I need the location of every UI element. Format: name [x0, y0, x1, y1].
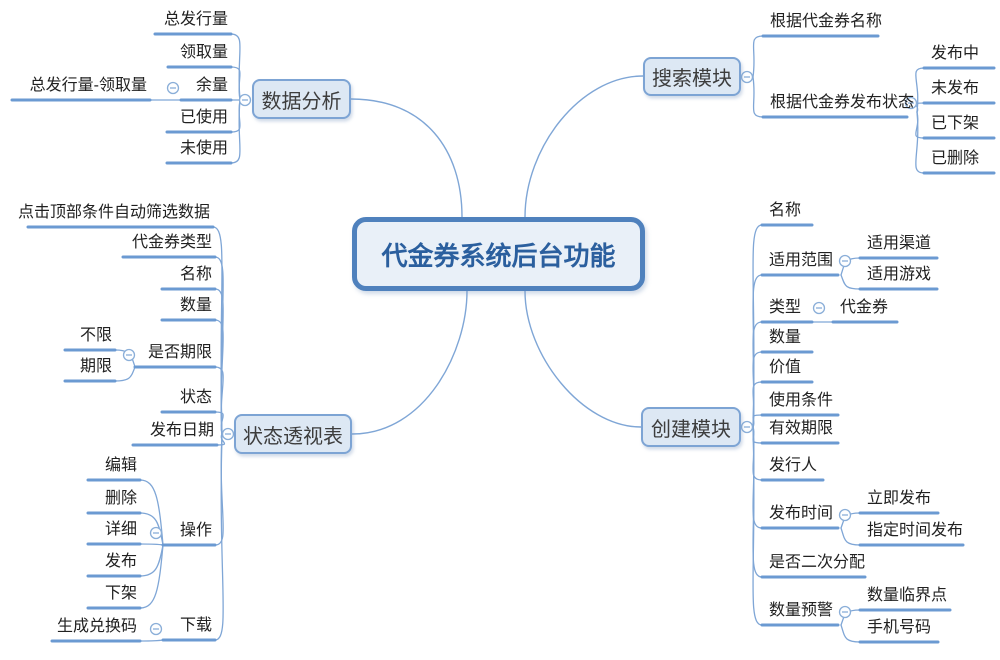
topic-use-conditions[interactable]: 使用条件 — [769, 392, 834, 409]
topic-total-issued[interactable]: 总发行量 — [163, 11, 228, 28]
topic-voucher-type[interactable]: 代金券类型 — [131, 234, 212, 251]
branch-search-module[interactable]: 搜索模块 — [643, 57, 741, 96]
topic-pivot-quantity[interactable]: 数量 — [179, 297, 212, 314]
topic-alert-threshold[interactable]: 数量临界点 — [867, 587, 948, 604]
branch-connector — [752, 76, 764, 118]
collapse-icon-create-module[interactable] — [740, 420, 754, 434]
topic-search-by-status[interactable]: 根据代金券发布状态 — [770, 94, 915, 111]
center-branch-connector — [524, 75, 644, 218]
topic-alert-phone[interactable]: 手机号码 — [867, 619, 932, 636]
branch-connector — [214, 433, 224, 641]
branch-connector — [840, 527, 861, 546]
branch-connector — [214, 411, 224, 435]
branch-connector — [840, 274, 861, 290]
branch-connector — [230, 66, 241, 101]
topic-scope[interactable]: 适用范围 — [769, 252, 834, 269]
topic-create-name[interactable]: 名称 — [769, 202, 802, 219]
collapse-icon-type[interactable] — [812, 301, 826, 315]
branch-connector — [139, 639, 164, 642]
topic-action-edit[interactable]: 编辑 — [104, 457, 137, 474]
topic-status-publishing[interactable]: 发布中 — [931, 45, 980, 62]
topic-action-detail[interactable]: 详细 — [104, 521, 137, 538]
topic-claimed[interactable]: 领取量 — [179, 44, 228, 61]
topic-publish-scheduled[interactable]: 指定时间发布 — [867, 522, 964, 539]
collapse-icon-status-pivot[interactable] — [221, 427, 235, 441]
center-branch-connector — [351, 290, 468, 435]
collapse-icon-scope[interactable] — [838, 254, 852, 268]
topic-quantity-alert[interactable]: 数量预警 — [769, 602, 834, 619]
topic-actions[interactable]: 操作 — [179, 522, 212, 539]
topic-publish-time[interactable]: 发布时间 — [769, 505, 834, 522]
topic-unused[interactable]: 未使用 — [179, 140, 228, 157]
branch-connector — [915, 111, 925, 174]
branch-data-analysis[interactable]: 数据分析 — [252, 79, 351, 119]
collapse-icon-actions[interactable] — [149, 526, 163, 540]
branch-status-pivot[interactable]: 状态透视表 — [234, 414, 352, 454]
branch-connector — [840, 624, 861, 643]
topic-publish-date[interactable]: 发布日期 — [149, 422, 214, 439]
topic-status-delisted[interactable]: 已下架 — [931, 115, 980, 132]
topic-action-publish[interactable]: 发布 — [104, 553, 137, 570]
collapse-icon-download[interactable] — [149, 622, 163, 636]
topic-type-voucher[interactable]: 代金券 — [840, 299, 889, 316]
center-branch-connector — [350, 98, 463, 218]
topic-status-deleted[interactable]: 已删除 — [931, 150, 980, 167]
branch-connector — [139, 543, 164, 546]
topic-scope-channel[interactable]: 适用渠道 — [867, 235, 932, 252]
branch-connector — [139, 544, 164, 609]
topic-used[interactable]: 已使用 — [179, 109, 228, 126]
branch-connector — [230, 99, 241, 164]
topic-action-delete[interactable]: 删除 — [104, 490, 137, 507]
center-branch-connector — [524, 290, 642, 428]
topic-action-delist[interactable]: 下架 — [104, 585, 137, 602]
topic-generate-code[interactable]: 生成兑换码 — [56, 618, 137, 635]
collapse-icon-publish-time[interactable] — [838, 508, 852, 522]
topic-issuer[interactable]: 发行人 — [769, 457, 818, 474]
branch-create-module[interactable]: 创建模块 — [641, 407, 741, 447]
branch-connector — [915, 67, 925, 113]
branch-connector — [114, 366, 136, 382]
central-topic[interactable]: 代金券系统后台功能 — [352, 217, 645, 291]
branch-connector — [752, 35, 764, 78]
topic-type[interactable]: 类型 — [769, 299, 802, 316]
topic-value[interactable]: 价值 — [769, 359, 802, 376]
topic-scope-game[interactable]: 适用游戏 — [867, 266, 932, 283]
topic-create-quantity[interactable]: 数量 — [769, 329, 802, 346]
topic-remaining[interactable]: 余量 — [195, 77, 228, 94]
topic-auto-filter[interactable]: 点击顶部条件自动筛选数据 — [17, 204, 210, 221]
topic-pivot-name[interactable]: 名称 — [179, 266, 212, 283]
collapse-icon-remaining[interactable] — [166, 81, 180, 95]
topic-status-unpublished[interactable]: 未发布 — [931, 80, 980, 97]
topic-pivot-status[interactable]: 状态 — [179, 389, 212, 406]
topic-term-unlimited[interactable]: 不限 — [79, 327, 112, 344]
topic-search-by-name[interactable]: 根据代金券名称 — [770, 13, 883, 30]
collapse-icon-by-status[interactable] — [904, 96, 918, 110]
topic-download[interactable]: 下载 — [179, 617, 212, 634]
collapse-icon-has-term[interactable] — [122, 348, 136, 362]
branch-connector — [139, 512, 164, 546]
branch-connector — [752, 426, 763, 626]
collapse-icon-data-analysis[interactable] — [238, 93, 252, 107]
branch-connector — [752, 414, 763, 428]
topic-term-limited[interactable]: 期限 — [79, 358, 112, 375]
branch-connector — [214, 366, 224, 435]
topic-publish-now[interactable]: 立即发布 — [867, 490, 932, 507]
topic-remaining-formula[interactable]: 总发行量-领取量 — [29, 77, 147, 94]
collapse-icon-quantity-alert[interactable] — [838, 605, 852, 619]
topic-redistribution[interactable]: 是否二次分配 — [769, 554, 866, 571]
topic-has-term[interactable]: 是否期限 — [147, 344, 212, 361]
collapse-icon-search-module[interactable] — [740, 70, 754, 84]
topic-validity[interactable]: 有效期限 — [769, 420, 834, 437]
